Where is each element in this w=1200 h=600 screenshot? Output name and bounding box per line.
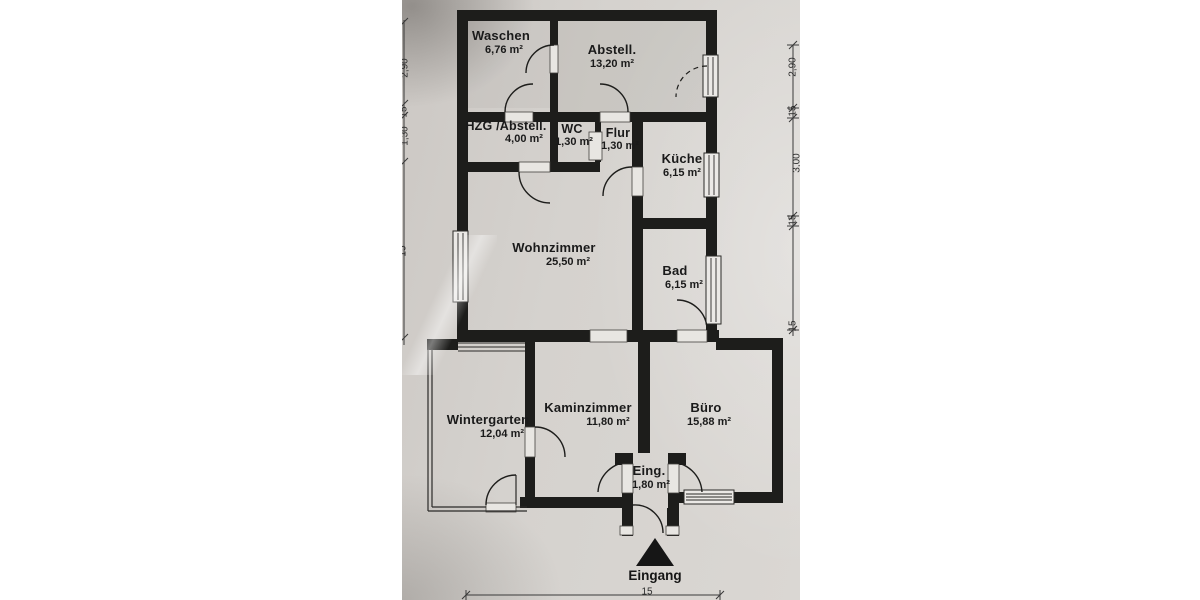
room-area: 6,15 m² [663, 166, 701, 179]
dim-bottom-1: 15 [641, 586, 653, 598]
wintergarten-glass-walls [427, 349, 527, 512]
room-area: 25,50 m² [545, 255, 591, 268]
room-name: Büro [690, 400, 722, 415]
room-label-waschen: Waschen 6,76 m² [472, 28, 530, 57]
entrance-arrow-icon [636, 538, 674, 566]
dim-right-5: 15 [787, 320, 799, 332]
dim-right-2: 15 [787, 105, 799, 117]
room-area: 4,00 m² [505, 133, 543, 146]
room-name: Eing. [632, 463, 666, 478]
room-name: Flur [605, 126, 631, 140]
room-label-hzg-abstell: HZG /Abstell. 4,00 m² [465, 119, 546, 146]
dim-left-4: 15 [402, 245, 409, 257]
dim-left-3: 1,30 [402, 126, 411, 146]
room-area: 6,76 m² [485, 43, 523, 56]
dim-right-4: 15 [787, 214, 799, 226]
windows [452, 54, 735, 505]
room-area: 1,30 m² [555, 136, 593, 149]
room-name: HZG /Abstell. [465, 119, 547, 133]
room-label-kaminzimmer: Kaminzimmer 11,80 m² [544, 400, 632, 429]
room-label-wohnzimmer: Wohnzimmer 25,50 m² [512, 240, 596, 269]
walls [427, 10, 783, 536]
dim-left-2: 15 [402, 106, 410, 118]
photo-paper: Waschen 6,76 m² Abstell. 13,20 m² HZG /A… [402, 0, 800, 600]
room-name: Waschen [472, 28, 530, 43]
room-label-flur: Flur 1,30 m² [597, 126, 639, 153]
floor-plan-drawing [402, 10, 799, 600]
room-area: 15,88 m² [686, 415, 732, 428]
dim-right-3: 3,00 [791, 153, 801, 173]
room-label-wintergarten: Wintergarten 12,04 m² [446, 412, 530, 441]
room-label-kueche: Küche 6,15 m² [661, 151, 703, 180]
dim-left-1: 2,90 [402, 58, 411, 78]
room-name: Küche [661, 151, 703, 166]
room-area: 11,80 m² [586, 415, 630, 428]
room-name: WC [561, 122, 583, 136]
room-name: Wintergarten [446, 412, 530, 427]
room-area: 1,80 m² [632, 478, 670, 491]
room-label-eing: Eing. 1,80 m² [628, 463, 670, 492]
room-name: Abstell. [587, 42, 637, 57]
room-label-wc: WC 1,30 m² [551, 122, 593, 149]
door-arcs [485, 44, 708, 534]
room-label-abstell: Abstell. 13,20 m² [587, 42, 637, 71]
door-sills [485, 44, 708, 536]
entrance-label: Eingang [628, 568, 682, 583]
room-name: Bad [662, 263, 688, 278]
room-label-bad: Bad 6,15 m² [647, 263, 703, 292]
dim-right-1: 2,90 [787, 57, 799, 77]
room-area: 12,04 m² [479, 427, 525, 440]
room-name: Wohnzimmer [512, 240, 596, 255]
room-area: 1,30 m² [601, 140, 639, 153]
room-area: 13,20 m² [589, 57, 635, 70]
room-label-buero: Büro 15,88 m² [681, 400, 732, 429]
room-name: Kaminzimmer [544, 400, 632, 415]
room-area: 6,15 m² [665, 278, 703, 291]
dimension-lines [402, 17, 799, 600]
room-shading [558, 21, 706, 112]
